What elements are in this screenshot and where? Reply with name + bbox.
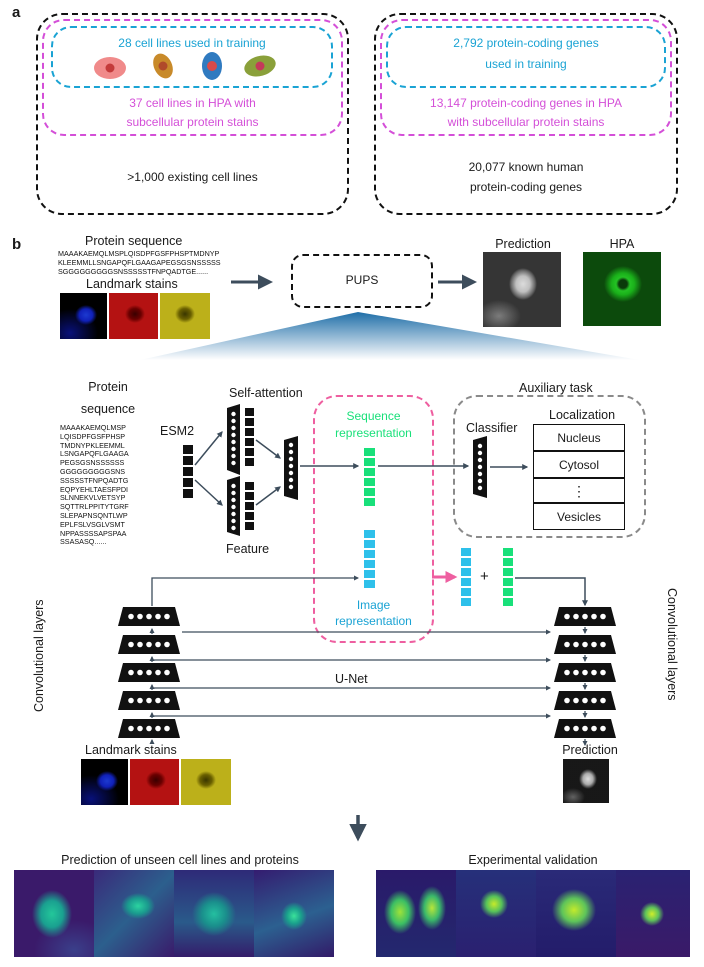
- hpa-cell-lines-box: [42, 19, 343, 136]
- sequence-line: SGGGGGGGGGSNSSSSSTFNPQADTGE......: [58, 266, 209, 276]
- hpa-label: HPA: [609, 237, 635, 251]
- localization-vesicles: Vesicles: [533, 503, 625, 530]
- unet-label: U-Net: [335, 672, 368, 686]
- cell-icons: [94, 52, 276, 80]
- sequence-line: PEGSGSNSSSSSS: [60, 458, 125, 468]
- yellow-stain-image: [160, 293, 210, 339]
- validation-image: [536, 870, 616, 957]
- pups-label: PUPS: [345, 273, 379, 287]
- bottom-prediction-label: Prediction: [562, 743, 618, 757]
- protein-sequence-title: Protein sequence: [85, 234, 183, 248]
- protein-sequence-text: MAAAKAEMQLMSPLQISDPFGSFPHSPTMDNYP KLEEMM…: [58, 249, 221, 276]
- genes-training-text-1: 2,792 protein-coding genes: [453, 36, 599, 50]
- blue-stain-image: [81, 759, 128, 805]
- training-cell-lines-box: [51, 26, 333, 88]
- plus-sign: +: [480, 568, 489, 585]
- top-prediction-image: [483, 252, 561, 327]
- bottom-prediction-image: [563, 759, 609, 803]
- sequence-line: SQTTRLPPITYTGRF: [60, 502, 129, 512]
- concat-sequence-vector: [503, 548, 513, 606]
- panel-a-label: a: [12, 4, 21, 21]
- sequence-line: EPLFSLVSGLVSMT: [60, 519, 125, 529]
- sequence-representation-label-1: Sequence: [346, 409, 401, 423]
- sequence-line: MAAAKAEMQLMSP: [60, 423, 126, 432]
- hpa-genes-box: [380, 19, 672, 136]
- sequence-line: MAAAKAEMQLMSPLQISDPFGSFPHSPTMDNYP: [58, 249, 220, 258]
- blue-stain-image: [60, 293, 107, 339]
- sequence-line: TMDNYPKLEEMML: [60, 440, 125, 450]
- representation-box: [313, 395, 434, 643]
- red-stain-image: [130, 759, 179, 805]
- localization-label: Localization: [549, 408, 616, 422]
- training-genes-box: [386, 26, 666, 88]
- localization-nucleus: Nucleus: [533, 424, 625, 451]
- sequence-line: KLEEMMLLSNGAPQFLGAAGAPEGSGSNSSSSS: [58, 257, 221, 267]
- classifier-label: Classifier: [466, 421, 518, 435]
- unseen-prediction-title: Prediction of unseen cell lines and prot…: [61, 853, 299, 867]
- panel-b-label: b: [12, 236, 22, 253]
- sequence-line: SSASASQ......: [60, 537, 107, 547]
- model-protein-label-1: Protein: [88, 380, 128, 394]
- existing-cell-lines-box: [36, 13, 349, 215]
- landmark-stains-title: Landmark stains: [86, 277, 178, 291]
- sequence-line: SSSSSTFNPQADTG: [60, 475, 129, 485]
- hpa-image: [583, 252, 661, 326]
- unseen-prediction-image: [174, 870, 254, 957]
- localization-ellipsis: ⋮: [533, 478, 625, 503]
- model-protein-label-2: sequence: [80, 402, 136, 416]
- self-attention-layer: [227, 404, 240, 475]
- localization-cytosol: Cytosol: [533, 451, 625, 478]
- validation-image: [456, 870, 536, 957]
- cell-lines-hpa-text-2: subcellular protein stains: [126, 115, 259, 129]
- sequence-line: GGGGGGGGGSNS: [60, 466, 126, 476]
- pups-expansion-fan: [140, 312, 640, 360]
- image-representation-label-1: Image: [356, 598, 391, 612]
- cell-lines-hpa-text-1: 37 cell lines in HPA with: [129, 96, 256, 110]
- sequence-representation-vector: [364, 448, 375, 506]
- pups-box: [291, 254, 433, 308]
- feature-label: Feature: [226, 542, 270, 556]
- bottom-landmark-stains-label: Landmark stains: [85, 743, 177, 757]
- sequence-line: LSNGAPQFLGAAGA: [60, 449, 129, 459]
- self-attention-tokens: [245, 408, 254, 466]
- cell-lines-training-text: 28 cell lines used in training: [118, 36, 266, 50]
- model-sequence-text: MAAAKAEMQLMSP LQISDPFGSFPHSP TMDNYPKLEEM…: [60, 423, 129, 547]
- concat-image-vector: [461, 548, 471, 606]
- image-representation-label-2: representation: [335, 614, 412, 628]
- known-genes-box: [374, 13, 678, 215]
- unseen-prediction-image: [254, 870, 334, 957]
- red-stain-image: [109, 293, 158, 339]
- unseen-prediction-image: [14, 870, 94, 957]
- unseen-prediction-image: [94, 870, 174, 957]
- sequence-line: SLNNEKVLVETSYP: [60, 493, 126, 503]
- sequence-representation-label-2: representation: [335, 426, 412, 440]
- validation-image: [616, 870, 690, 957]
- esm2-label: ESM2: [160, 424, 195, 438]
- sequence-line: EQPYEHLTAESFPDI: [60, 484, 129, 494]
- sequence-line: SLEPAPNSQNTLWP: [60, 510, 128, 520]
- cell-lines-existing-text: >1,000 existing cell lines: [127, 170, 258, 184]
- yellow-stain-image: [181, 759, 231, 805]
- genes-training-text-2: used in training: [485, 57, 567, 71]
- experimental-validation-title: Experimental validation: [468, 853, 598, 867]
- genes-hpa-text-1: 13,147 protein-coding genes in HPA: [430, 96, 622, 110]
- esm2-token-column: [183, 445, 193, 498]
- sequence-line: LQISDPFGSFPHSP: [60, 431, 126, 441]
- sequence-line: NPPASSSSAPSPAA: [60, 528, 127, 538]
- top-prediction-label: Prediction: [495, 237, 551, 251]
- feature-tokens: [245, 482, 254, 530]
- auxiliary-task-label: Auxiliary task: [517, 381, 595, 395]
- genes-known-text-2: protein-coding genes: [469, 180, 583, 194]
- self-attention-label: Self-attention: [229, 386, 303, 400]
- validation-image: [376, 870, 456, 957]
- image-representation-vector: [364, 530, 375, 588]
- genes-hpa-text-2: with subcellular protein stains: [447, 115, 605, 129]
- genes-known-text-1: 20,077 known human: [468, 160, 584, 174]
